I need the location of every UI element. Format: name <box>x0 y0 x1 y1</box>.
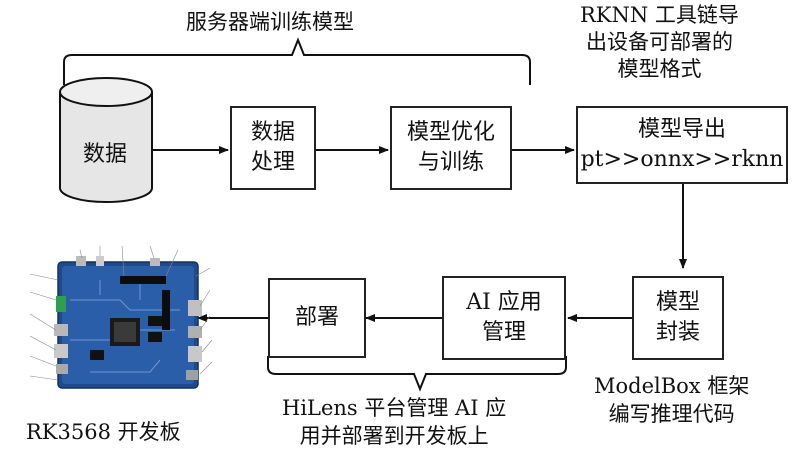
node-model-package-line1: 模型 <box>655 290 700 315</box>
rk3568-board-image <box>29 245 213 389</box>
node-model-export: 模型导出 pt>>onnx>>rknn <box>576 106 788 184</box>
node-data-processing-line2: 处理 <box>250 150 295 175</box>
label-hilens-line1: HiLens 平台管理 AI 应 <box>282 396 507 420</box>
bottom-brace <box>267 356 567 392</box>
label-rknn-export: RKNN 工具链导 出设备可部署的 模型格式 <box>580 2 739 83</box>
label-board: RK3568 开发板 <box>26 420 181 444</box>
node-deploy: 部署 <box>268 278 366 358</box>
node-data-processing-line1: 数据 <box>250 120 295 145</box>
top-brace <box>63 37 531 85</box>
label-modelbox-line2: 编写推理代码 <box>608 402 735 426</box>
label-server-training: 服务器端训练模型 <box>186 10 354 34</box>
node-model-export-line2: pt>>onnx>>rknn <box>580 147 784 172</box>
label-hilens: HiLens 平台管理 AI 应 用并部署到开发板上 <box>282 394 506 450</box>
data-cylinder <box>59 77 153 203</box>
node-data-processing: 数据 处理 <box>230 106 316 190</box>
node-ai-app-mgmt-line2: 管理 <box>481 320 526 345</box>
node-optimize-train-line2: 与训练 <box>417 150 484 175</box>
node-deploy-label: 部署 <box>294 305 339 330</box>
node-optimize-train-line1: 模型优化 <box>406 120 495 145</box>
node-model-export-line1: 模型导出 <box>637 117 726 142</box>
label-rknn-export-line2: 出设备可部署的 <box>585 30 733 54</box>
node-model-package-line2: 封装 <box>655 320 700 345</box>
label-hilens-line2: 用并部署到开发板上 <box>299 424 489 448</box>
label-modelbox-line1: ModelBox 框架 <box>594 374 750 398</box>
label-modelbox: ModelBox 框架 编写推理代码 <box>594 372 749 428</box>
node-model-package: 模型 封装 <box>632 276 724 360</box>
node-ai-app-mgmt-line1: AI 应用 <box>466 290 542 315</box>
node-optimize-train: 模型优化 与训练 <box>390 106 512 190</box>
node-ai-app-mgmt: AI 应用 管理 <box>442 276 566 360</box>
label-rknn-export-line3: 模型格式 <box>617 57 702 81</box>
label-rknn-export-line1: RKNN 工具链导 <box>580 3 739 27</box>
node-data: 数据 <box>83 142 128 167</box>
